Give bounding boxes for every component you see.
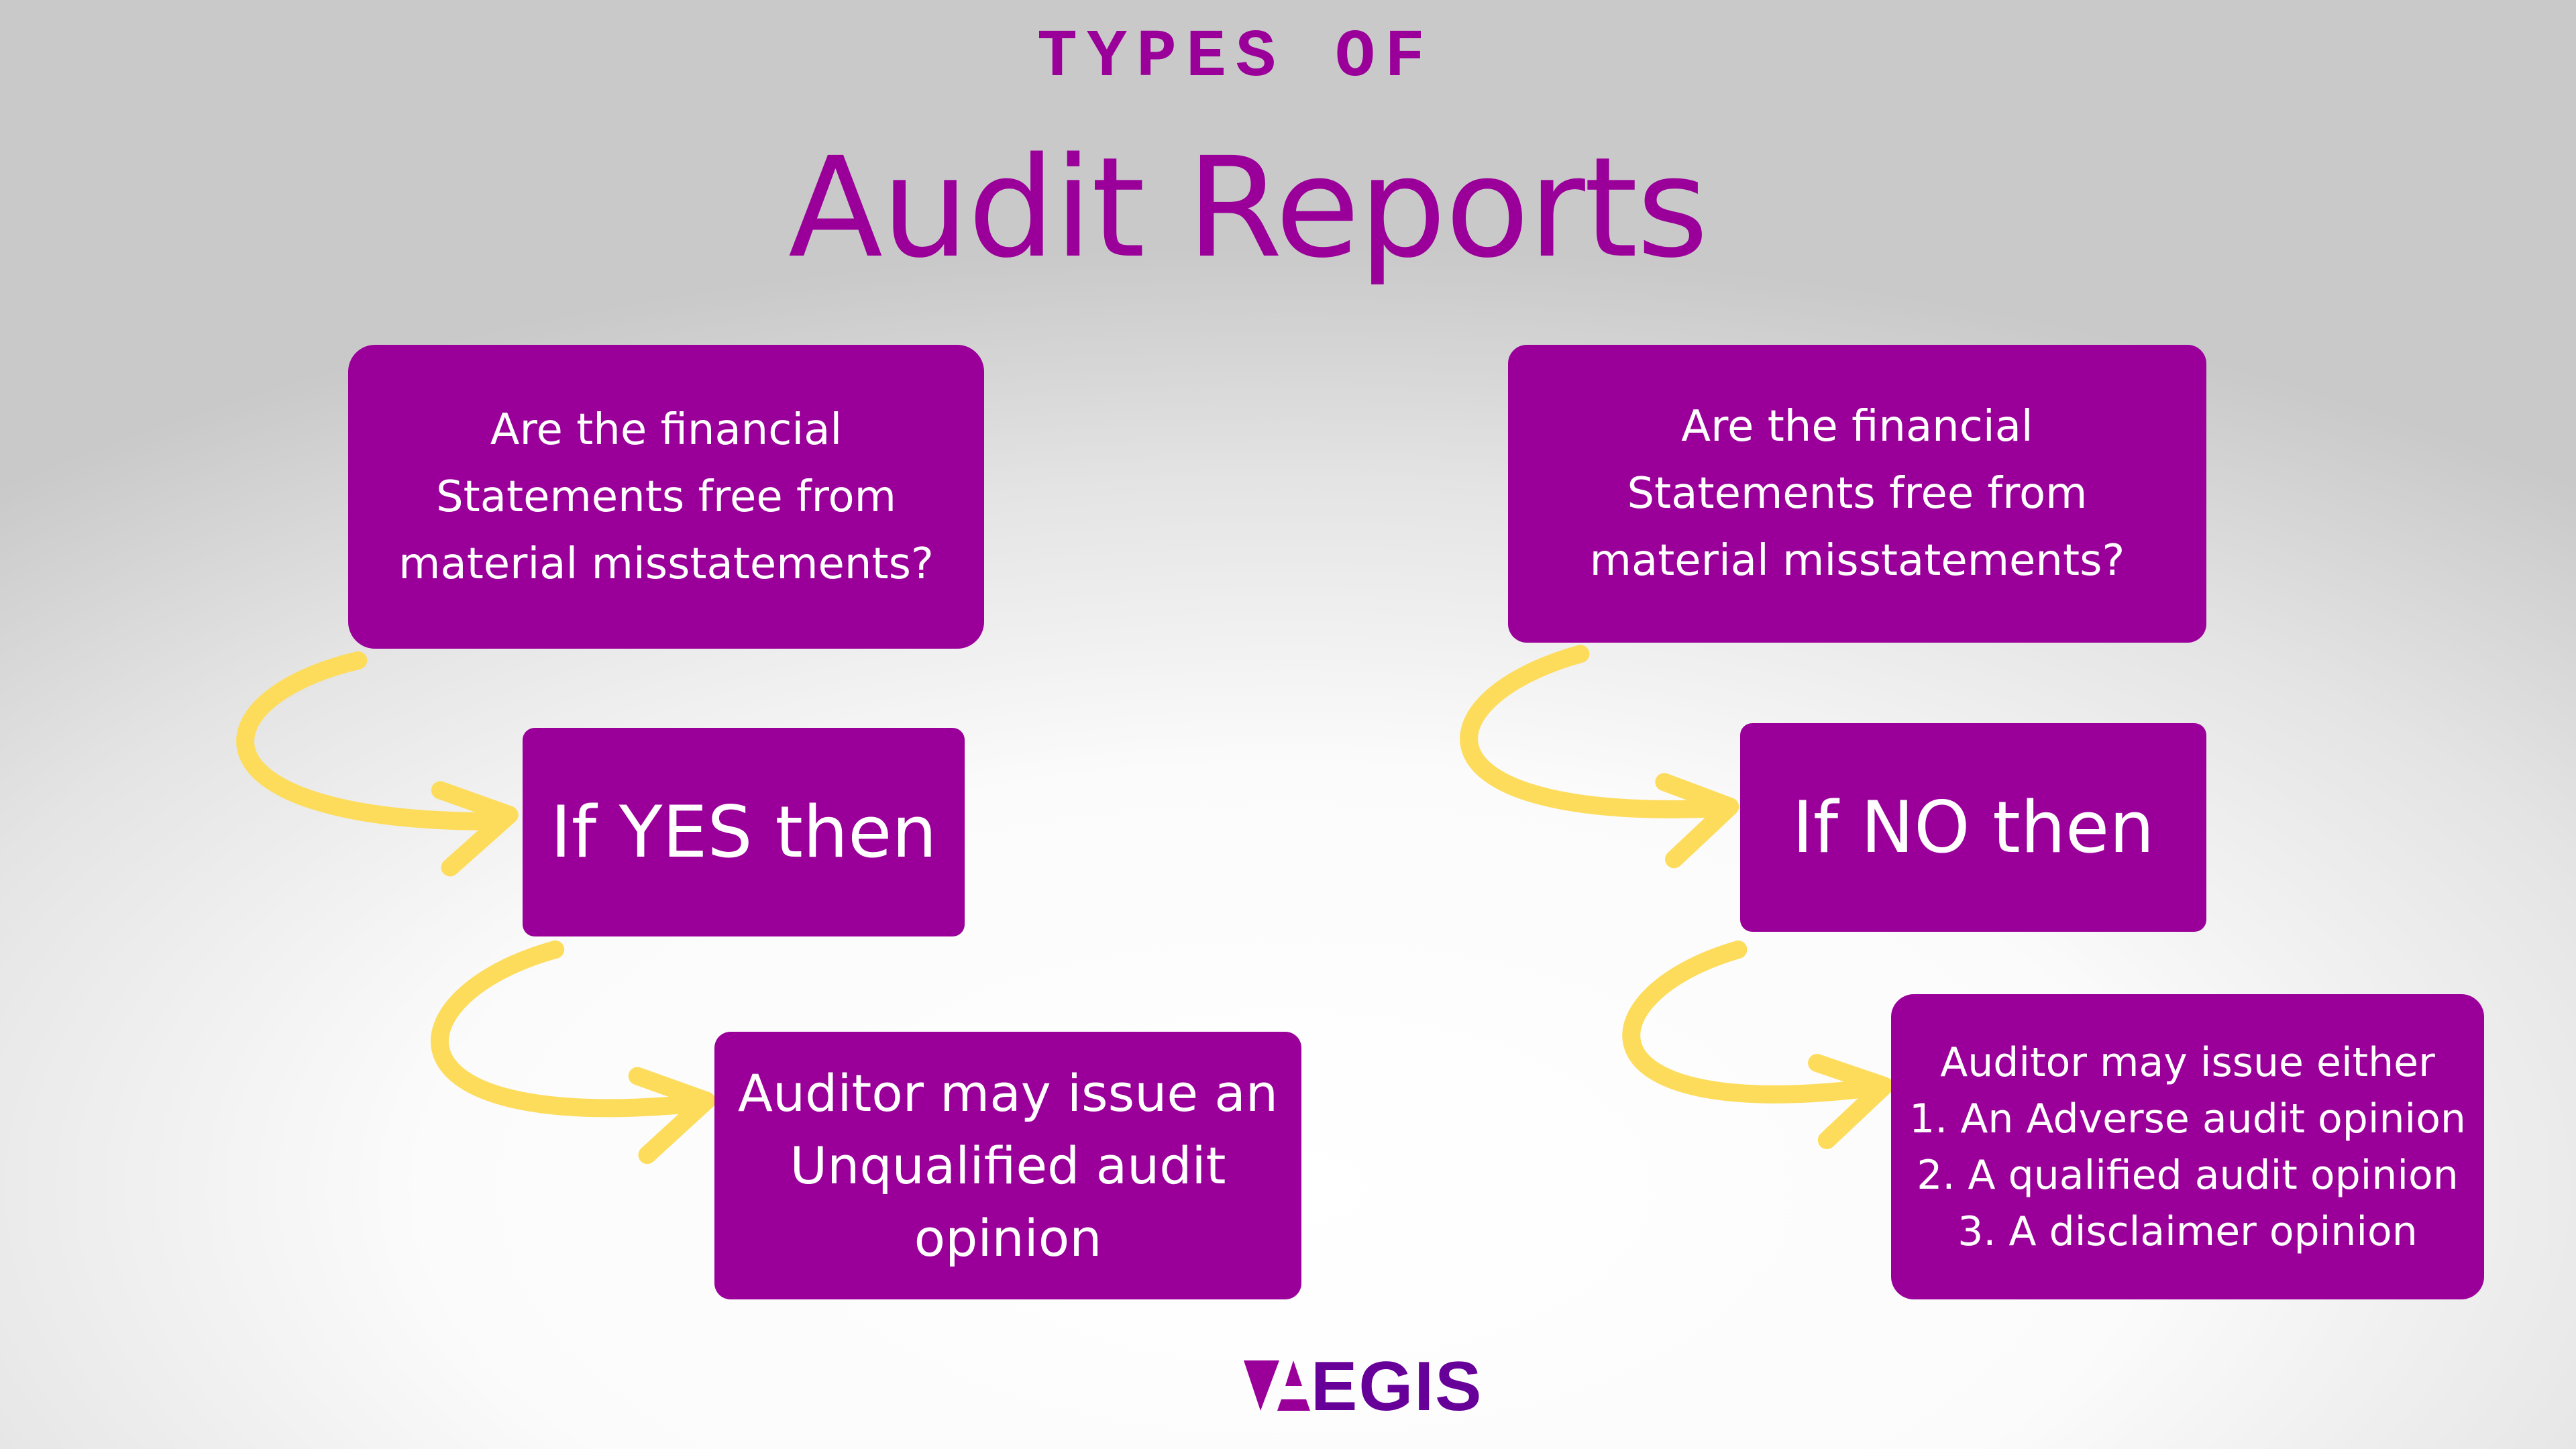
outcome-line: opinion: [914, 1208, 1102, 1268]
no-condition-box: If NO then: [1740, 723, 2206, 932]
yes-condition-box: If YES then: [523, 728, 965, 936]
curved-arrow-icon: [1622, 941, 1882, 1104]
question-line: Statements free from: [436, 472, 896, 522]
outcome-line: 1. An Adverse audit opinion: [1909, 1095, 2466, 1142]
arrowhead-icon: [1808, 1054, 1894, 1150]
arrowhead-icon: [1655, 773, 1739, 869]
outcome-line: Unqualified audit: [790, 1135, 1226, 1195]
condition-label: If YES then: [550, 791, 937, 873]
outcome-line: 2. A qualified audit opinion: [1917, 1151, 2459, 1199]
right-question-box: Are the financial Statements free from m…: [1508, 345, 2206, 643]
curved-arrow-icon: [431, 941, 700, 1118]
aegis-logo: EGIS: [1244, 1348, 1483, 1426]
title-kicker: TYPES OF: [1036, 20, 1435, 96]
no-outcome-box: Auditor may issue either 1. An Adverse a…: [1891, 994, 2484, 1299]
page-title: Audit Reports: [788, 127, 1709, 288]
question-line: material misstatements?: [1589, 536, 2125, 586]
curved-arrow-icon: [236, 651, 502, 830]
question-line: Are the financial: [1681, 402, 2033, 451]
left-question-box: Are the financial Statements free from m…: [348, 345, 984, 649]
question-line: material misstatements?: [398, 539, 934, 589]
outcome-line: 3. A disclaimer opinion: [1957, 1208, 2418, 1255]
logo-text: EGIS: [1311, 1348, 1483, 1426]
outcome-line: Auditor may issue either: [1940, 1038, 2435, 1086]
question-line: Are the financial: [490, 405, 843, 455]
logo-a-mark-icon: [1244, 1360, 1310, 1411]
yes-outcome-box: Auditor may issue an Unqualified audit o…: [714, 1032, 1301, 1299]
condition-label: If NO then: [1792, 786, 2155, 869]
outcome-line: Auditor may issue an: [737, 1063, 1279, 1123]
curved-arrow-icon: [1460, 645, 1726, 818]
arrowhead-icon: [431, 781, 519, 877]
question-line: Statements free from: [1627, 469, 2088, 519]
arrowhead-icon: [628, 1067, 716, 1165]
